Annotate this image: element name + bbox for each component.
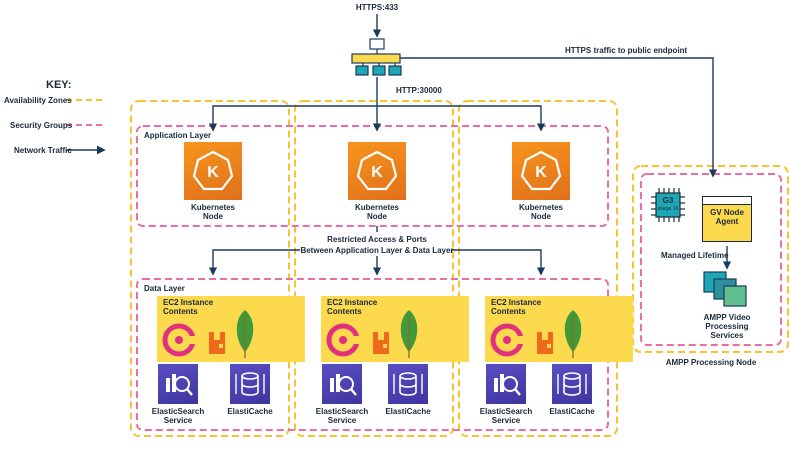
elasticache-icon: [552, 364, 592, 404]
restricted-access-label-line2: Between Application Layer & Data Layer: [300, 246, 454, 255]
consul-icon: [326, 323, 363, 357]
ampp-security-group: [640, 173, 782, 346]
kubernetes-icon: K: [348, 142, 406, 200]
ampp-availability-zone: [632, 165, 789, 353]
key-label-availability-zones: Availability Zones: [4, 96, 72, 105]
elasticache-label: ElastiCache: [227, 407, 273, 416]
consul-icon: [162, 323, 199, 357]
svg-text:K: K: [371, 164, 383, 181]
elasticsearch-icon: [322, 364, 362, 404]
availability-zone-2: [294, 100, 454, 437]
gpu-size-label: xlarge 16: [657, 206, 679, 212]
ampp-video-services-icon: [703, 271, 747, 307]
availability-zone-1: [130, 100, 290, 437]
ampp-processing-node-label: AMPP Processing Node: [665, 358, 757, 367]
key-label-security-groups: Security Groups: [10, 121, 73, 130]
elasticache-label: ElastiCache: [549, 407, 595, 416]
kubernetes-icon: K: [184, 142, 242, 200]
gpu-label: G3: [662, 196, 674, 205]
availability-zone-3: [458, 100, 618, 437]
window-titlebar: [703, 197, 751, 205]
elasticsearch-icon: [158, 364, 198, 404]
mongodb-leaf-icon: [564, 310, 582, 358]
mongodb-leaf-icon: [236, 310, 254, 358]
application-layer-label: Application Layer: [144, 131, 212, 140]
https-public-endpoint-label: HTTPS traffic to public endpoint: [565, 46, 688, 55]
key-title: KEY:: [46, 79, 72, 91]
restricted-access-label-line1: Restricted Access & Ports: [327, 235, 427, 244]
load-balancer-icon: [351, 38, 402, 76]
elasticache-label: ElastiCache: [385, 407, 431, 416]
key-label-network-traffic: Network Traffic: [14, 146, 72, 155]
data-layer-label: Data Layer: [144, 284, 185, 293]
network-traffic-arrows: [208, 14, 732, 276]
svg-text:K: K: [207, 164, 219, 181]
mongodb-leaf-icon: [400, 310, 418, 358]
rabbitmq-icon: [209, 332, 225, 354]
kubernetes-icon: K: [512, 142, 570, 200]
managed-lifetime-label: Managed Lifetime: [661, 251, 729, 260]
https-433-label: HTTPS:433: [355, 3, 399, 12]
gpu-chip-icon: G3 xlarge 16: [651, 188, 685, 222]
rabbitmq-icon: [373, 332, 389, 354]
elasticache-icon: [230, 364, 270, 404]
application-layer-security-group: [136, 125, 609, 227]
elasticsearch-icon: [486, 364, 526, 404]
elasticache-icon: [388, 364, 428, 404]
rabbitmq-icon: [537, 332, 553, 354]
consul-icon: [490, 323, 527, 357]
svg-text:K: K: [535, 164, 547, 181]
http-30000-label: HTTP:30000: [396, 86, 442, 95]
